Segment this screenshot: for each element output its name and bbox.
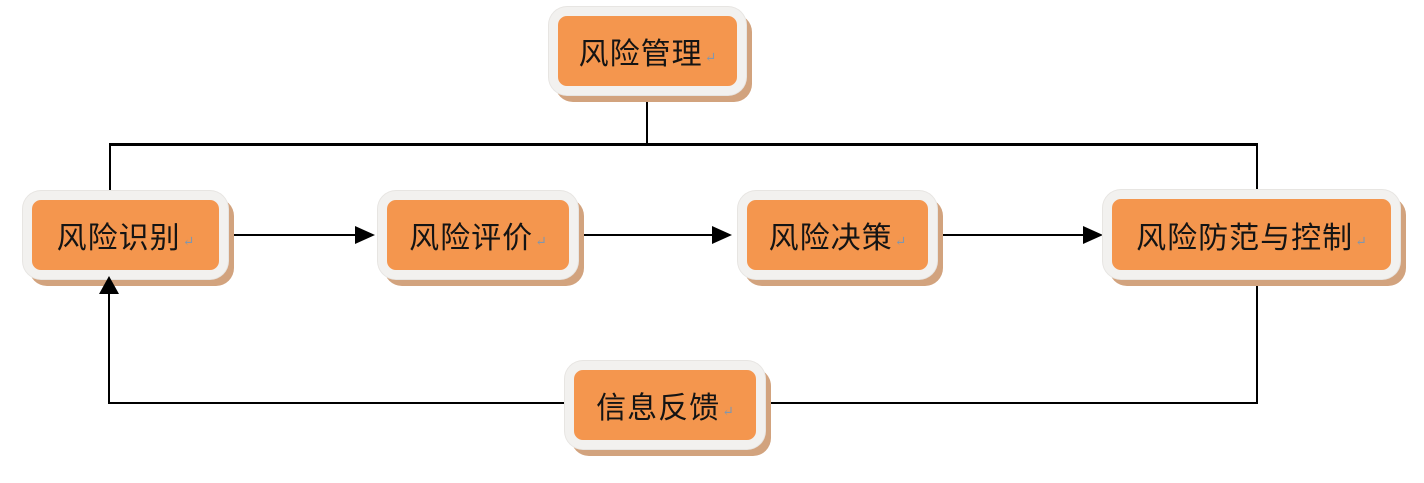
arrow-decision-to-prevention xyxy=(938,234,1083,236)
node-risk-evaluation: 风险评价↵ xyxy=(378,191,578,279)
arrowhead-right-icon xyxy=(355,226,375,244)
connector-right-drop xyxy=(1256,146,1258,192)
paragraph-return-mark: ↵ xyxy=(535,234,547,250)
paragraph-return-mark: ↵ xyxy=(704,50,717,66)
node-label: 风险决策 xyxy=(768,221,893,256)
connector-prevention-down xyxy=(1256,279,1258,403)
paragraph-return-mark: ↵ xyxy=(894,234,907,250)
node-label: 风险识别 xyxy=(56,221,181,256)
paragraph-return-mark: ↵ xyxy=(1355,233,1367,250)
connector-feedback-up xyxy=(108,293,110,404)
connector-risk-management-stub xyxy=(646,99,648,145)
node-risk-management: 风险管理↵ xyxy=(549,7,746,95)
arrow-identification-to-evaluation xyxy=(232,234,355,236)
connector-top-horizontal xyxy=(109,143,1258,146)
paragraph-return-mark: ↵ xyxy=(182,234,195,250)
arrowhead-right-icon xyxy=(712,226,732,244)
arrowhead-up-icon xyxy=(99,276,119,294)
node-risk-prevention-control: 风险防范与控制↵ xyxy=(1103,190,1400,279)
node-label: 风险防范与控制 xyxy=(1136,220,1354,256)
node-info-feedback: 信息反馈↵ xyxy=(565,361,765,449)
connector-left-drop xyxy=(109,146,111,192)
paragraph-return-mark: ↵ xyxy=(722,404,734,420)
node-label: 风险管理 xyxy=(578,37,703,72)
node-label: 信息反馈 xyxy=(596,391,721,426)
arrow-evaluation-to-decision xyxy=(583,234,712,236)
node-risk-decision: 风险决策↵ xyxy=(738,191,937,279)
node-label: 风险评价 xyxy=(409,221,534,256)
arrowhead-right-icon xyxy=(1083,226,1103,244)
node-risk-identification: 风险识别↵ xyxy=(23,191,228,279)
